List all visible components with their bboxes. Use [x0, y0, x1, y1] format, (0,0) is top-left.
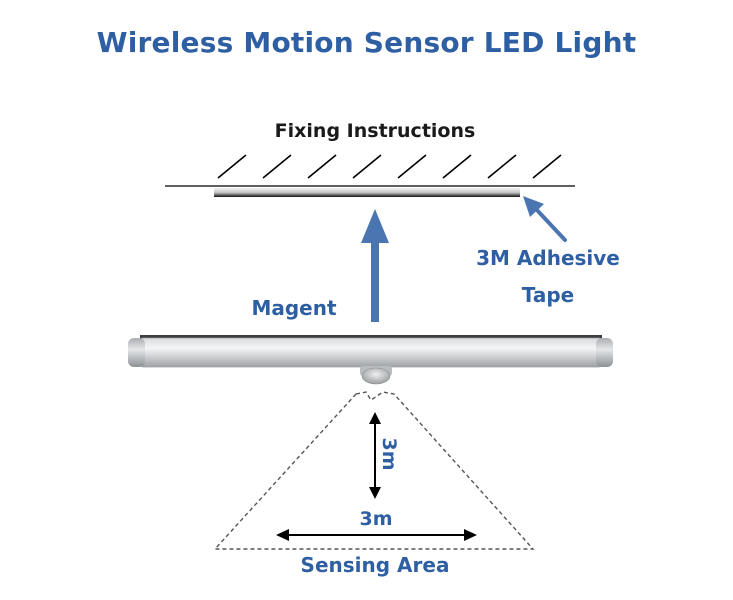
adhesive-tape-label-line2: Tape [521, 283, 575, 307]
mounting-strip [214, 188, 520, 197]
motion-sensor [360, 366, 392, 385]
horizontal-range-label: 3m [359, 508, 393, 530]
sensing-area-label: Sensing Area [300, 553, 450, 577]
ceiling-surface [165, 154, 575, 187]
vertical-range-label: 3m [378, 437, 400, 471]
bar-end-cap-right [596, 338, 613, 367]
attach-up-arrow [361, 209, 389, 322]
magnet-label: Magent [251, 296, 337, 320]
adhesive-tape-label-line1: 3M Adhesive [476, 246, 620, 270]
led-light-bar [128, 335, 613, 368]
vertical-range-arrow [369, 412, 381, 499]
horizontal-range-arrow [276, 529, 477, 541]
page-title: Wireless Motion Sensor LED Light [96, 26, 637, 59]
adhesive-tape-label: 3M Adhesive Tape [468, 240, 628, 314]
fixing-instructions-heading: Fixing Instructions [274, 120, 476, 142]
sensing-area-triangle [213, 391, 535, 550]
adhesive-pointer-arrow [523, 196, 567, 242]
bar-end-cap-left [128, 338, 145, 367]
